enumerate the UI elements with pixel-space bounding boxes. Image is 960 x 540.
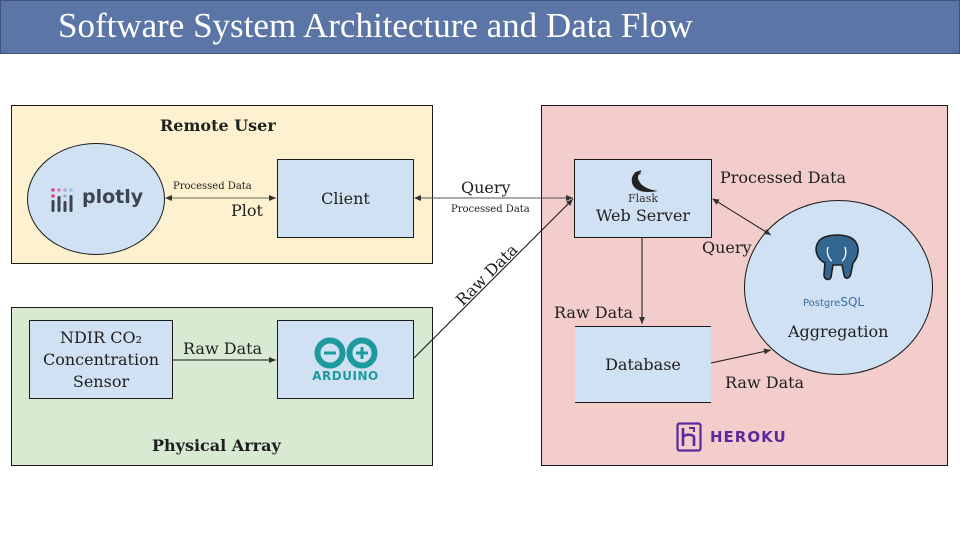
plotly-icon <box>51 188 73 212</box>
postgresql-logo-text-a: Postgre <box>803 298 841 309</box>
sensor-label-line3: Sensor <box>72 371 130 391</box>
arduino-logo-text: ARDUINO <box>312 368 379 383</box>
node-database: Database <box>575 326 711 403</box>
postgresql-logo-text-b: SQL <box>840 295 865 309</box>
node-web-server: Flask Web Server <box>574 159 712 238</box>
edge-label-server-aggregation-processed: Processed Data <box>720 168 847 187</box>
aggregation-label: Aggregation <box>788 322 889 341</box>
title-bar: Software System Architecture and Data Fl… <box>0 0 960 54</box>
edge-database-aggregation <box>710 348 772 364</box>
plotly-logo-text: plotly <box>82 186 144 208</box>
edge-label-database-aggregation: Raw Data <box>725 373 805 392</box>
node-plotly: plotly <box>27 143 165 255</box>
edge-server-aggregation <box>712 198 772 236</box>
node-sensor: NDIR CO₂ Concentration Sensor <box>29 320 173 399</box>
edge-label-client-server-query: Query <box>461 178 511 197</box>
group-label-physical-array: Physical Array <box>152 436 281 455</box>
edge-label-server-aggregation-query: Query <box>702 238 752 257</box>
flask-logo-text: Flask <box>627 192 659 205</box>
heroku-icon <box>676 422 702 452</box>
postgresql-logo: PostgreSQL <box>803 291 864 310</box>
heroku-logo-text: HEROKU <box>710 428 787 446</box>
page-title: Software System Architecture and Data Fl… <box>58 6 693 45</box>
edge-arduino-server <box>413 198 574 359</box>
edge-label-client-server-processed: Processed Data <box>451 204 530 215</box>
group-label-remote-user: Remote User <box>160 116 276 135</box>
client-label: Client <box>321 188 370 208</box>
edge-label-plotly-client-plot: Plot <box>231 201 263 220</box>
heroku-logo: HEROKU <box>676 422 787 452</box>
node-arduino: ARDUINO <box>277 320 414 399</box>
sensor-label-line2: Concentration <box>42 349 159 369</box>
edge-label-server-database: Raw Data <box>554 303 634 322</box>
node-aggregation: PostgreSQL Aggregation <box>744 200 933 375</box>
database-label: Database <box>605 354 681 374</box>
arduino-icon <box>314 337 377 368</box>
flask-icon <box>631 170 658 192</box>
edge-label-plotly-client-processed: Processed Data <box>173 181 252 192</box>
postgresql-icon <box>815 234 859 281</box>
edge-label-sensor-arduino: Raw Data <box>183 339 263 358</box>
web-server-label: Web Server <box>595 206 691 225</box>
sensor-label-line1: NDIR CO₂ <box>59 327 143 347</box>
node-client: Client <box>277 159 414 238</box>
